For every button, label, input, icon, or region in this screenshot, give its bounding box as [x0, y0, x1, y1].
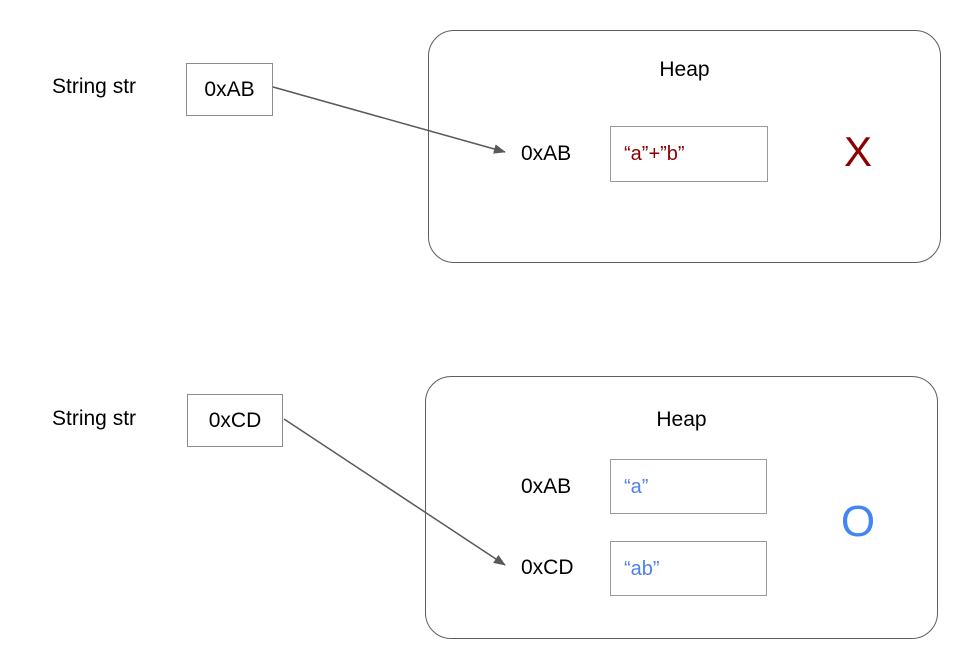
heap-slot-content-2-0: “a”: [624, 475, 649, 498]
variable-value-1: 0xAB: [204, 78, 255, 101]
heap-address-1-0: 0xAB: [521, 142, 572, 165]
heap-slot-content-2-1: “ab”: [624, 557, 660, 580]
heap-address-2-0: 0xAB: [521, 475, 572, 498]
variable-label-2: String str: [52, 407, 137, 430]
heap-title-2: Heap: [656, 408, 707, 431]
heap-title-1: Heap: [659, 58, 710, 81]
heap-slot-2-1[interactable]: “ab”: [610, 541, 767, 596]
variable-label-1: String str: [52, 75, 137, 98]
variable-box-2[interactable]: 0xCD: [187, 394, 283, 447]
heap-address-2-1: 0xCD: [521, 556, 574, 579]
heap-slot-2-0[interactable]: “a”: [610, 459, 767, 514]
variable-box-1[interactable]: 0xAB: [186, 63, 273, 116]
heap-slot-1-0[interactable]: “a”+”b”: [610, 126, 768, 182]
verdict-cross-icon-1: X: [843, 128, 872, 175]
verdict-circle-icon-2: O: [840, 497, 876, 546]
variable-value-2: 0xCD: [208, 409, 262, 432]
heap-slot-content-1-0: “a”+”b”: [624, 143, 685, 165]
